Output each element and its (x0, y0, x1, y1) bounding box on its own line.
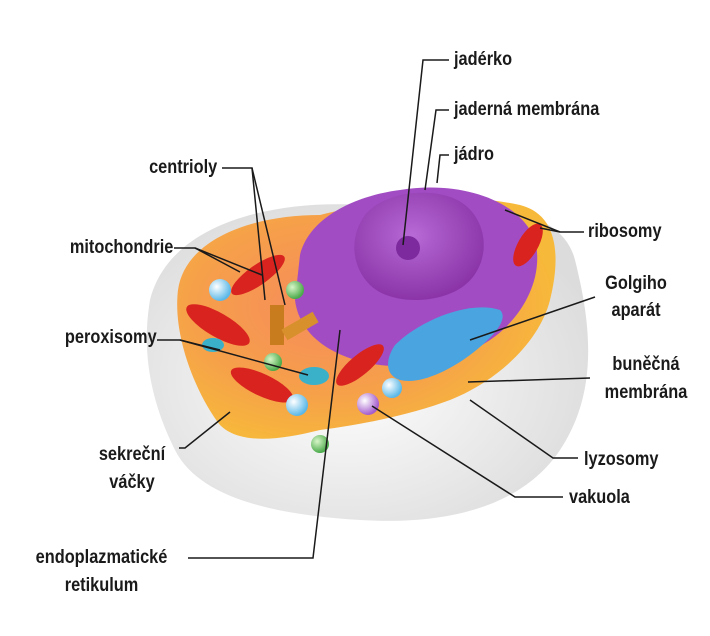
label-er-line1: endoplazmatické (35, 547, 168, 568)
peroxisome (264, 353, 282, 371)
nucleolus (396, 236, 420, 260)
lysosome (299, 367, 329, 385)
vesicle (382, 378, 402, 398)
leader-lines (157, 59, 596, 559)
label-cell-membrane-line1: buněčná (612, 354, 680, 375)
label-golgi-line2: aparát (611, 300, 661, 321)
label-ribosomes: ribosomy (588, 221, 662, 242)
mitochondrion (231, 254, 285, 296)
label-golgi-line1: Golgiho (605, 273, 667, 294)
label-centrioles: centrioly (148, 157, 217, 178)
mitochondrion (186, 304, 250, 346)
centriole (281, 311, 319, 341)
label-lysosomes: lyzosomy (584, 449, 659, 470)
label-nucleus: jádro (454, 144, 494, 165)
label-vacuole: vakuola (569, 487, 630, 508)
label-er-line2: retikulum (64, 575, 139, 596)
mitochondrion (230, 367, 294, 403)
label-peroxisomes: peroxisomy (65, 327, 157, 348)
peroxisome (286, 281, 304, 299)
vacuole (357, 393, 379, 415)
golgi-apparatus (388, 307, 503, 381)
secretory-vesicle (311, 435, 329, 453)
vesicle (209, 279, 231, 301)
label-cell-membrane-line2: membrána (604, 382, 688, 403)
centriole (270, 305, 284, 345)
label-secretory-line1: sekreční (98, 444, 166, 465)
label-nuclear-membrane: jaderná membrána (454, 99, 600, 120)
lysosome (202, 338, 224, 352)
label-mitochondria: mitochondrie (69, 237, 173, 258)
label-secretory-line2: váčky (109, 472, 155, 493)
mitochondrion (336, 344, 384, 386)
label-nucleolus: jadérko (454, 49, 513, 70)
vesicle (286, 394, 308, 416)
mitochondrion (513, 223, 543, 267)
